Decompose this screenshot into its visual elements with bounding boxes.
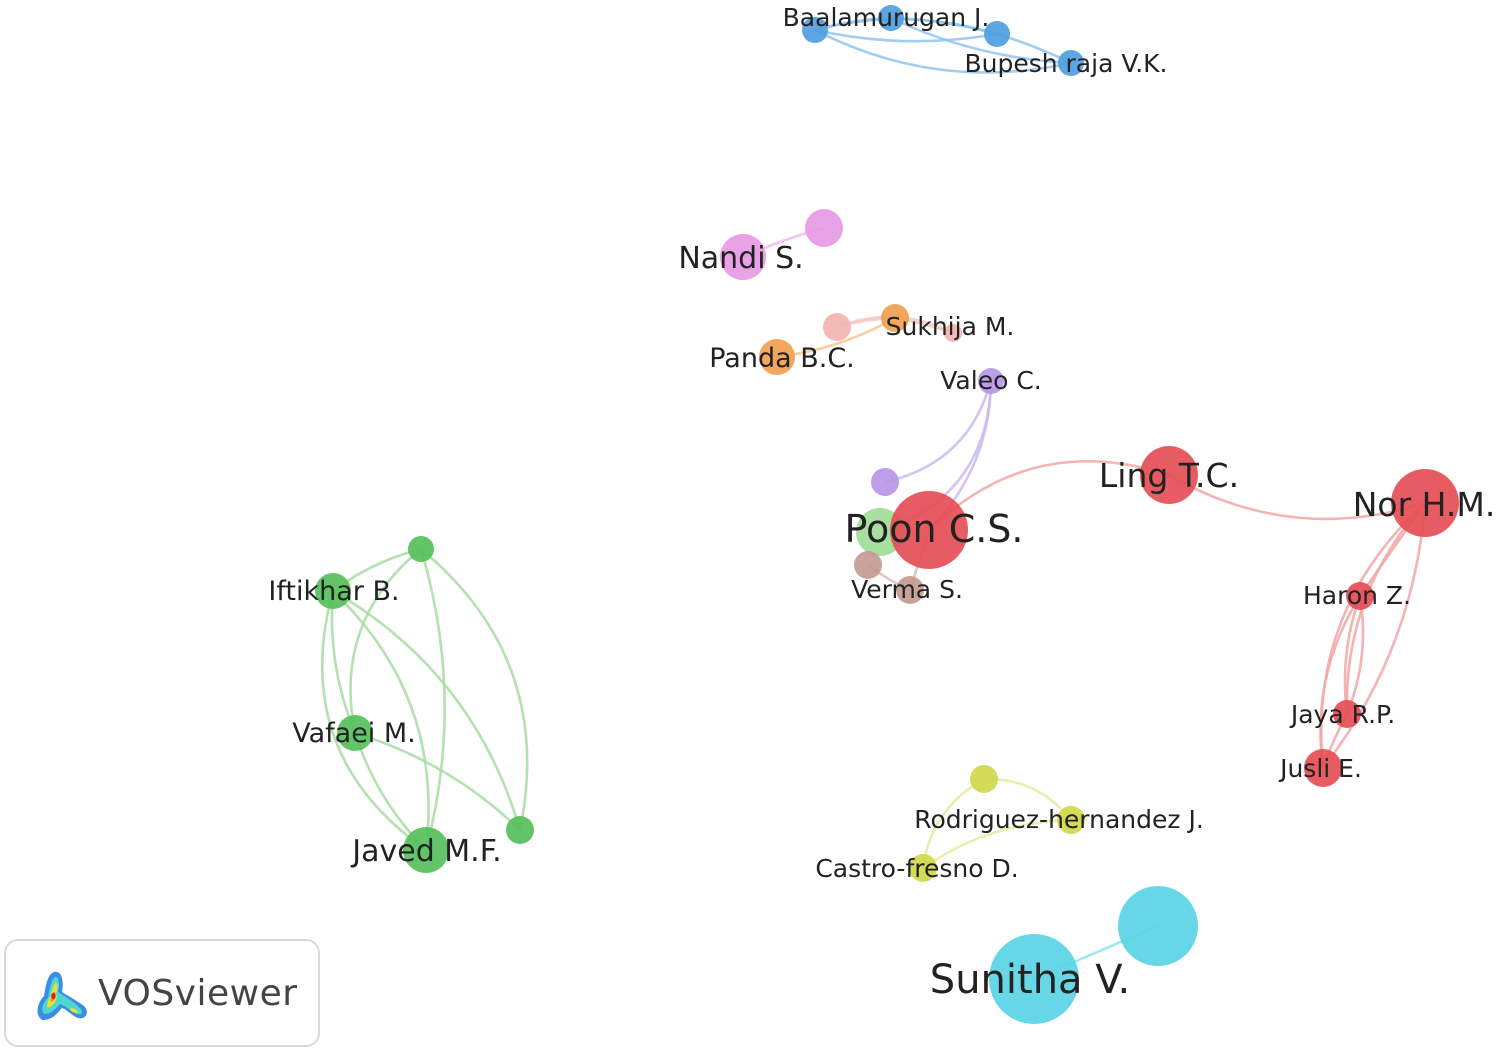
node-label[interactable]: Haron Z. [1303, 581, 1411, 610]
network-node[interactable] [408, 536, 434, 562]
node-label[interactable]: Jusli E. [1278, 754, 1362, 783]
network-node[interactable] [871, 468, 899, 496]
network-link [814, 28, 1072, 74]
node-label[interactable]: Nor H.M. [1353, 485, 1496, 524]
network-node[interactable] [1140, 446, 1198, 504]
network-node[interactable] [315, 573, 351, 609]
vosviewer-logo-text: VOSviewer [98, 972, 298, 1014]
node-label[interactable]: Ling T.C. [1099, 456, 1239, 495]
network-node[interactable] [854, 551, 882, 579]
network-link [814, 28, 998, 43]
network-node[interactable] [1333, 700, 1361, 728]
network-link [332, 590, 430, 851]
node-label[interactable]: Vafaei M. [292, 718, 416, 749]
node-label[interactable]: Nandi S. [678, 241, 803, 276]
node-label[interactable]: Jaya R.P. [1289, 700, 1395, 729]
network-node[interactable] [805, 209, 843, 247]
network-node[interactable] [1346, 582, 1374, 610]
node-label[interactable]: Castro-fresno D. [815, 854, 1018, 883]
network-node[interactable] [944, 324, 962, 342]
network-node[interactable] [896, 576, 924, 604]
network-node[interactable] [1118, 886, 1198, 966]
node-label[interactable]: Javed M.F. [350, 834, 501, 869]
network-link [354, 731, 521, 831]
network-link [884, 380, 993, 484]
network-labels: Baalamurugan J. Bupesh raja V.K. Nandi S. S… [268, 3, 1495, 1003]
network-node[interactable] [1304, 749, 1342, 787]
network-node[interactable] [878, 5, 904, 31]
network-node[interactable] [909, 854, 937, 882]
network-link [922, 818, 1072, 870]
network-node[interactable] [1391, 469, 1459, 537]
network-link [1321, 502, 1427, 769]
network-link [814, 17, 998, 36]
node-label[interactable]: Baalamurugan J. [783, 3, 990, 32]
network-node[interactable] [337, 715, 373, 751]
network-node[interactable] [984, 21, 1010, 47]
network-link [890, 16, 1072, 65]
network-node[interactable] [802, 17, 828, 43]
network-node[interactable] [403, 827, 449, 873]
node-label[interactable]: Iftikhar B. [268, 576, 399, 607]
network-node[interactable] [823, 313, 851, 341]
node-label[interactable]: Verma S. [851, 575, 963, 604]
node-label[interactable]: Panda B.C. [709, 343, 855, 374]
network-nodes [315, 5, 1459, 1024]
network-node[interactable] [759, 339, 795, 375]
network-link [332, 589, 522, 831]
node-label[interactable]: Sukhija M. [886, 312, 1015, 341]
vosviewer-logo: VOSviewer [4, 939, 320, 1047]
node-label[interactable]: Valeo C. [940, 366, 1041, 395]
node-label[interactable]: Bupesh raja V.K. [964, 49, 1167, 78]
network-node[interactable] [1057, 806, 1085, 834]
network-node[interactable] [881, 304, 909, 332]
network-node[interactable] [978, 368, 1004, 394]
network-link [419, 548, 446, 851]
vosviewer-density-icon [37, 971, 87, 1020]
network-link [420, 547, 529, 831]
network-link [1168, 473, 1426, 521]
network-link [1319, 595, 1362, 769]
node-label[interactable]: Poon C.S. [844, 507, 1023, 551]
node-label[interactable]: Rodriguez-hernandez J. [914, 805, 1204, 834]
network-node[interactable] [1058, 50, 1084, 76]
network-node[interactable] [506, 816, 534, 844]
node-label[interactable]: Sunitha V. [930, 957, 1130, 1003]
network-node[interactable] [720, 234, 766, 280]
network-link [349, 547, 422, 734]
network-node[interactable] [989, 934, 1079, 1024]
network-node[interactable] [970, 765, 998, 793]
network-node[interactable] [890, 491, 968, 569]
network-link [321, 590, 427, 852]
